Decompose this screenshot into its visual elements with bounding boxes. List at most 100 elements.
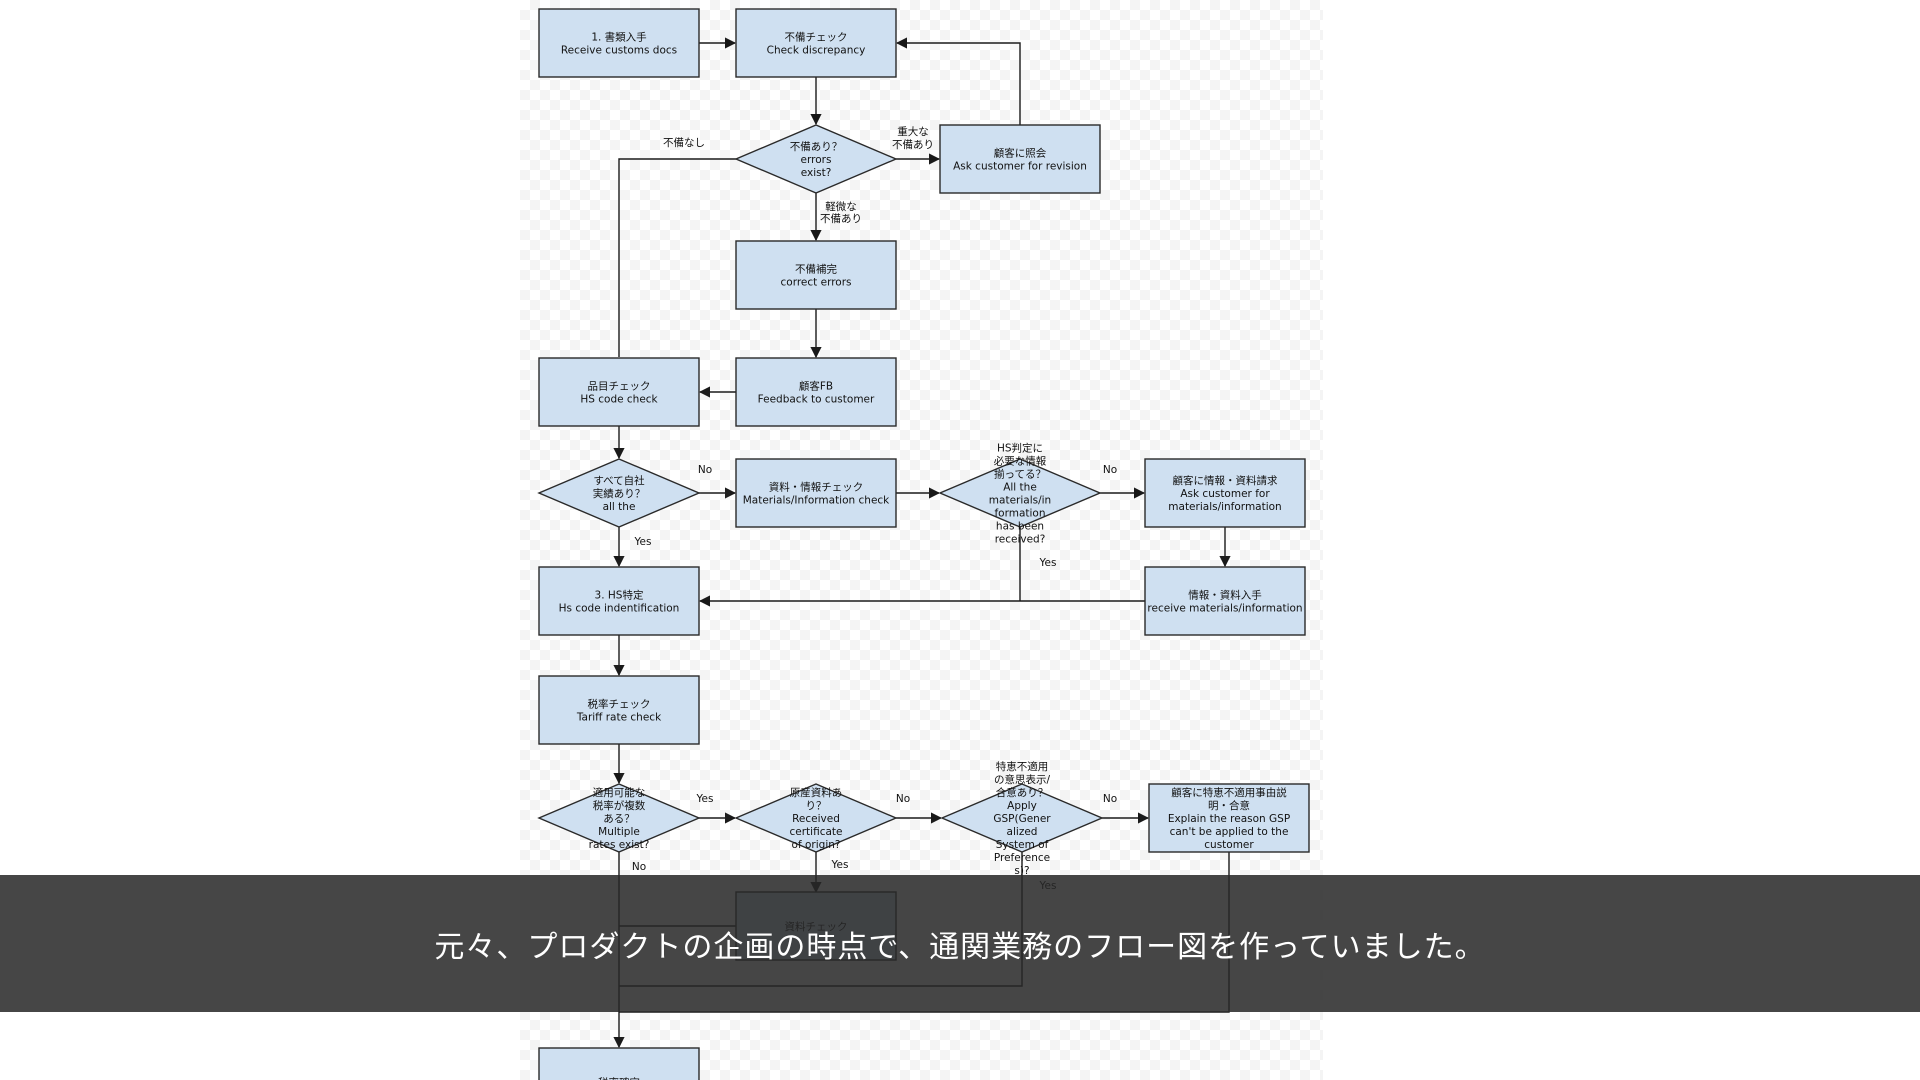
node-text-n6-1: Feedback to customer <box>758 394 875 406</box>
node-text-n17-4: GSP(Gener <box>993 813 1051 825</box>
node-text-n15-3: Multiple <box>598 826 640 838</box>
edge-label-l_no_17: No <box>1103 793 1117 805</box>
process-box <box>735 357 897 427</box>
process-box <box>538 357 700 427</box>
node-text-n9-0: 資料・情報チェック <box>769 481 864 494</box>
node-text-n10-2: 揃ってる？ <box>994 468 1046 481</box>
node-text-n12-0: 3. HS特定 <box>595 589 644 602</box>
node-text-n8-1: 実績あり？ <box>593 487 646 500</box>
node-text-n17-5: alized <box>1007 826 1038 838</box>
node-text-n18-3: can't be applied to the <box>1170 826 1289 838</box>
node-text-n12-1: Hs code indentification <box>559 603 680 615</box>
node-text-n5-1: correct errors <box>781 277 852 289</box>
edge-label-l_major_2: 不備あり <box>892 138 934 151</box>
node-text-n15-4: rates exist? <box>589 839 650 851</box>
process-box <box>538 8 700 78</box>
process-box <box>735 8 897 78</box>
node-text-n17-3: Apply <box>1007 800 1037 812</box>
node-text-n11-0: 顧客に情報・資料請求 <box>1173 474 1278 487</box>
node-text-n15-0: 適用可能な <box>593 786 646 799</box>
node-text-n11-1: Ask customer for <box>1180 488 1270 500</box>
node-text-n10-0: HS判定に <box>997 442 1043 455</box>
node-text-n10-1: 必要な情報 <box>994 455 1047 468</box>
node-text-n11-2: materials/information <box>1168 501 1281 513</box>
edge-label-l_yes_15: Yes <box>696 793 714 805</box>
flow-node-n17: 特恵不適用の意思表示/合意あり？ApplyGSP(GeneralizedSyst… <box>940 760 1104 877</box>
decision-diamond <box>734 124 898 194</box>
node-text-n17-8: s)? <box>1014 865 1029 877</box>
process-box <box>939 124 1101 194</box>
node-text-n10-4: materials/in <box>989 495 1051 507</box>
decision-diamond <box>537 458 701 528</box>
caption-text: 元々、プロダクトの企画の時点で、通関業務のフロー図を作っていました。 <box>434 929 1486 965</box>
node-text-n10-3: All the <box>1003 482 1037 494</box>
node-text-n17-6: System of <box>996 839 1049 851</box>
node-text-n18-0: 顧客に特恵不適用事由説 <box>1171 786 1287 799</box>
node-text-n9-1: Materials/Information check <box>743 495 890 507</box>
node-text-n17-0: 特恵不適用 <box>996 760 1049 773</box>
node-text-n6-0: 顧客FB <box>799 380 833 393</box>
node-text-n15-2: ある？ <box>603 813 635 825</box>
node-text-n17-7: Preference <box>994 852 1050 864</box>
process-box <box>1148 783 1310 853</box>
node-text-n8-2: all the <box>603 501 636 513</box>
process-box <box>735 240 897 310</box>
node-text-n14-1: Tariff rate check <box>576 712 662 724</box>
node-text-n18-2: Explain the reason GSP <box>1168 813 1290 825</box>
edge-label-l_no_8: No <box>698 464 712 476</box>
edge-label-l_no_16: No <box>896 793 910 805</box>
node-text-n3-1: errors <box>801 154 832 166</box>
node-text-n13-0: 情報・資料入手 <box>1188 589 1262 602</box>
node-text-n16-2: Received <box>792 813 840 825</box>
node-text-n8-0: すべて自社 <box>593 474 645 487</box>
process-box <box>735 458 897 528</box>
edge-label-l_no_15: No <box>632 861 646 873</box>
node-text-n14-0: 税率チェック <box>588 698 651 711</box>
edge-label-l_yes_16: Yes <box>831 859 849 871</box>
node-text-n4-0: 顧客に照会 <box>994 147 1047 160</box>
node-text-n17-2: 合意あり？ <box>996 786 1049 799</box>
node-text-n16-0: 原産資料あ <box>790 786 843 799</box>
edge-label-l_yes_10: Yes <box>1039 557 1057 569</box>
decision-diamond <box>537 783 701 853</box>
decision-diamond <box>940 783 1104 853</box>
node-text-n17-1: の意思表示/ <box>994 773 1050 786</box>
subtitle-caption: 元々、プロダクトの企画の時点で、通関業務のフロー図を作っていました。 <box>0 875 1920 1012</box>
node-text-n10-6: has been <box>996 521 1044 533</box>
node-text-n2-0: 不備チェック <box>785 31 848 44</box>
node-text-n1-0: 1. 書類入手 <box>591 31 646 44</box>
process-box <box>538 566 700 636</box>
edge-label-l_yes_8: Yes <box>634 536 652 548</box>
process-box <box>1144 458 1306 528</box>
edge-label-l_major_1: 重大な <box>897 125 929 138</box>
node-text-n15-1: 税率が複数 <box>593 799 646 812</box>
edge-label-l_minor_2: 不備あり <box>820 212 862 225</box>
edge-label-l_minor_1: 軽微な <box>825 200 857 213</box>
process-box <box>538 1047 700 1080</box>
node-text-n20-0: 税率確定 <box>598 1076 640 1080</box>
edge-n3-n7 <box>618 158 736 357</box>
node-text-n7-0: 品目チェック <box>588 381 651 393</box>
decision-diamond <box>734 783 898 853</box>
edge-n4-n2 <box>895 37 1021 125</box>
edge-label-l_no_error: 不備なし <box>663 136 705 149</box>
decision-diamond <box>938 458 1102 528</box>
node-text-n16-1: り？ <box>806 800 827 812</box>
